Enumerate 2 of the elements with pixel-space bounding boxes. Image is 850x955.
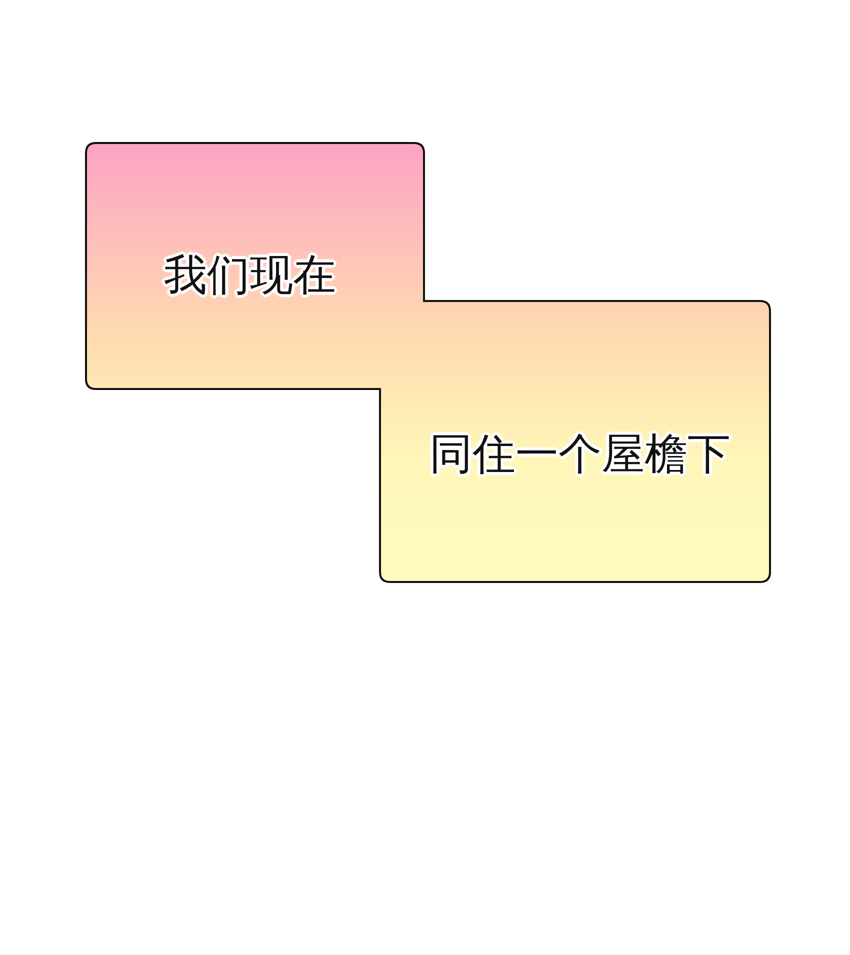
caption-text: 同住一个屋檐下 bbox=[430, 431, 730, 479]
caption-text: 我们现在 bbox=[164, 252, 336, 300]
